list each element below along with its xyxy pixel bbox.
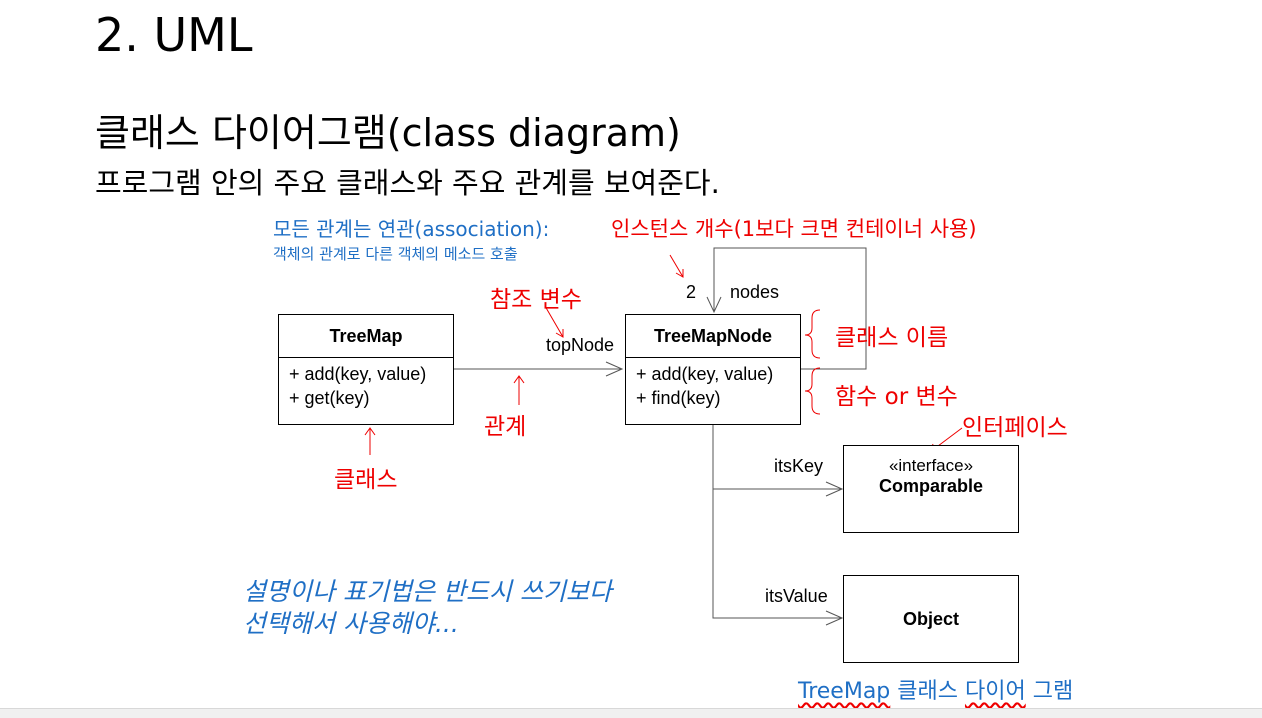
class-box-treemap: TreeMap + add(key, value) + get(key): [278, 314, 454, 425]
caption-word-treemap: TreeMap: [798, 679, 891, 704]
class-name-treemap: TreeMap: [329, 326, 403, 346]
arrowhead-nodes: [706, 296, 722, 314]
caption-word-spellcheck: 다이어: [964, 679, 1026, 704]
note-line-2: 선택해서 사용해야...: [243, 609, 459, 638]
arrowhead-topnode: [605, 361, 624, 377]
class-ops-treemap: + add(key, value) + get(key): [279, 357, 453, 410]
arrowhead-itsvalue: [825, 610, 844, 626]
diagram-caption: TreeMap 클래스 다이어 그램: [798, 673, 1073, 705]
annotation-class-name: 클래스 이름: [835, 325, 949, 351]
instance-count-note: 인스턴스 개수(1보다 크면 컨테이너 사용): [611, 217, 977, 241]
slide-subheading: 프로그램 안의 주요 클래스와 주요 관계를 보여준다.: [95, 166, 720, 200]
red-arrowhead-reference: [555, 329, 564, 338]
association-subtitle: 객체의 관계로 다른 객체의 메소드 호출: [273, 245, 518, 263]
operation: + find(key): [636, 388, 721, 408]
red-arrowhead-class: [364, 427, 376, 436]
annotation-interface: 인터페이스: [962, 415, 1068, 441]
multiplicity-label: 2: [686, 282, 697, 302]
interface-box-comparable: «interface» Comparable: [843, 445, 1019, 533]
annotation-reference-variable: 참조 변수: [490, 287, 582, 313]
window-bottom-bar: [0, 708, 1262, 718]
class-ops-treemapnode: + add(key, value) + find(key): [626, 357, 800, 410]
annotation-class: 클래스: [334, 467, 398, 493]
self-association-line: [713, 247, 867, 370]
arrowhead-itskey: [825, 481, 844, 497]
operation: + add(key, value): [289, 364, 427, 384]
operation: + get(key): [289, 388, 370, 408]
class-box-treemapnode: TreeMapNode + add(key, value) + find(key…: [625, 314, 801, 425]
note-line-1: 설명이나 표기법은 반드시 쓰기보다: [243, 577, 612, 606]
brace-function-var: [804, 367, 821, 415]
red-arrow-reference: [544, 305, 564, 338]
brace-class-name: [804, 309, 821, 359]
interface-stereotype: «interface»: [888, 456, 974, 475]
red-arrowhead-relation: [513, 375, 525, 384]
red-arrowhead-instances: [675, 269, 684, 278]
operation: + add(key, value): [636, 364, 774, 384]
annotation-relation: 관계: [484, 414, 527, 440]
interface-name-comparable: Comparable: [878, 476, 984, 496]
caption-tail: 그램: [1025, 679, 1074, 704]
class-name-treemapnode: TreeMapNode: [653, 326, 773, 346]
role-label-topnode: topNode: [546, 335, 615, 355]
class-name-object: Object: [902, 609, 959, 629]
annotation-function-variable: 함수 or 변수: [835, 384, 958, 410]
slide-title: 2. UML: [95, 8, 253, 62]
class-box-object: Object: [843, 575, 1019, 663]
association-title: 모든 관계는 연관(association):: [273, 217, 550, 241]
slide-heading: 클래스 다이어그램(class diagram): [95, 111, 681, 155]
role-label-itsvalue: itsValue: [765, 586, 828, 606]
caption-text: 클래스: [890, 679, 965, 704]
red-arrow-instances: [669, 254, 684, 278]
role-label-itskey: itsKey: [774, 456, 824, 476]
role-label-nodes: nodes: [730, 282, 780, 302]
